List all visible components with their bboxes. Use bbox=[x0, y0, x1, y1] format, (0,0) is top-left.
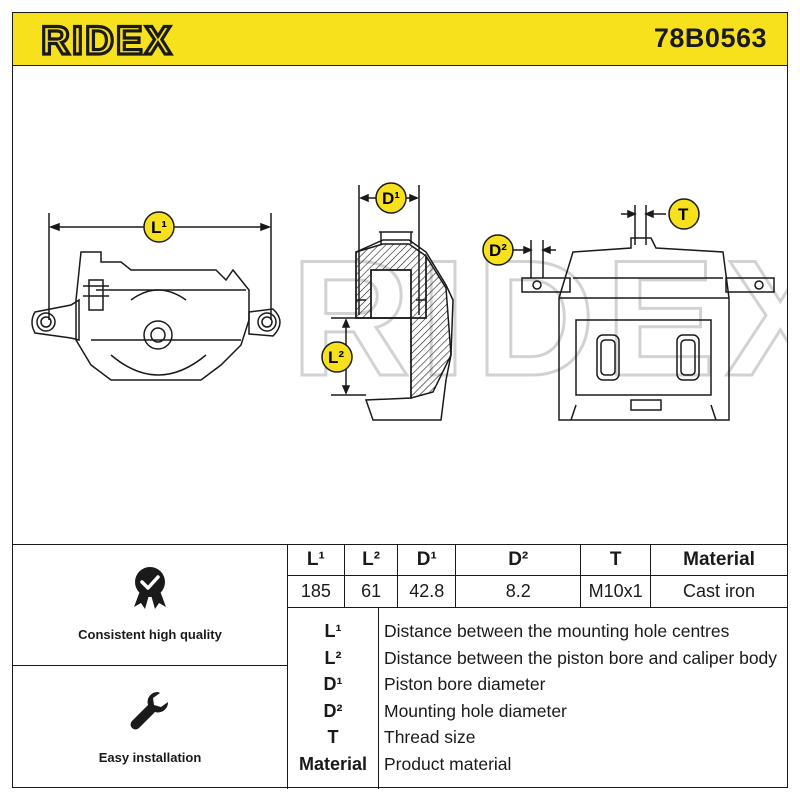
spec-header-material: Material bbox=[650, 545, 787, 576]
quality-badge-icon bbox=[134, 567, 166, 609]
spec-header-row: L¹ L² D¹ D² T Material bbox=[287, 545, 787, 576]
spec-header-t: T bbox=[580, 545, 652, 576]
header-bar: RIDEX 78B0563 bbox=[12, 12, 788, 66]
legend-row: D² Mounting hole diameter bbox=[288, 698, 789, 724]
spec-value-l1: 185 bbox=[287, 575, 345, 608]
legend-description: Distance between the piston bore and cal… bbox=[384, 648, 778, 668]
d2-badge-text: D² bbox=[489, 241, 507, 260]
spec-value-material: Cast iron bbox=[650, 575, 787, 608]
legend-description: Piston bore diameter bbox=[384, 674, 546, 694]
legend-symbol: L² bbox=[324, 648, 342, 668]
legend-row: D¹ Piston bore diameter bbox=[288, 671, 789, 697]
t-badge: T bbox=[668, 198, 700, 230]
legend-symbol: D² bbox=[323, 701, 343, 721]
part-number: 78B0563 bbox=[653, 23, 767, 53]
legend-divider bbox=[378, 607, 379, 789]
caliper-drawing: RIDEX bbox=[31, 182, 787, 421]
caliper-top-view bbox=[513, 205, 775, 421]
legend-row: Material Product material bbox=[288, 751, 789, 777]
feature-installation: Easy installation bbox=[13, 666, 287, 787]
spec-header-l2: L² bbox=[343, 545, 399, 576]
d1-badge: D¹ bbox=[375, 182, 407, 214]
spec-header-d2: D² bbox=[455, 545, 582, 576]
legend-symbol: Material bbox=[298, 754, 368, 774]
technical-drawing-area: RIDEX bbox=[12, 66, 788, 544]
l2-badge-text: L² bbox=[328, 348, 344, 367]
d2-badge: D² bbox=[482, 234, 514, 266]
spec-value-row: 185 61 42.8 8.2 M10x1 Cast iron bbox=[287, 575, 787, 608]
legend-symbol: T bbox=[327, 727, 339, 747]
spec-header-l1: L¹ bbox=[287, 545, 345, 576]
spec-header-d1: D¹ bbox=[397, 545, 457, 576]
spec-value-t: M10x1 bbox=[580, 575, 652, 608]
legend-row: T Thread size bbox=[288, 724, 789, 750]
legend-description: Product material bbox=[384, 754, 512, 774]
feature-quality-label: Consistent high quality bbox=[78, 627, 222, 642]
legend-row: L² Distance between the piston bore and … bbox=[288, 645, 789, 671]
t-badge-text: T bbox=[678, 205, 689, 224]
legend-row: L¹ Distance between the mounting hole ce… bbox=[288, 618, 789, 644]
feature-installation-label: Easy installation bbox=[98, 750, 202, 765]
feature-quality: Consistent high quality bbox=[13, 545, 287, 666]
spec-value-d1: 42.8 bbox=[397, 575, 457, 608]
legend-description: Mounting hole diameter bbox=[384, 701, 567, 721]
wrench-icon bbox=[130, 691, 169, 730]
d1-badge-text: D¹ bbox=[382, 189, 400, 208]
spec-value-l2: 61 bbox=[343, 575, 399, 608]
dimension-legend: L¹ Distance between the mounting hole ce… bbox=[287, 607, 789, 789]
spec-value-d2: 8.2 bbox=[455, 575, 582, 608]
l1-badge: L¹ bbox=[143, 211, 175, 243]
ridex-logo: RIDEX bbox=[41, 20, 173, 60]
legend-description: Thread size bbox=[384, 727, 476, 747]
legend-description: Distance between the mounting hole centr… bbox=[384, 621, 730, 641]
brand-logo-text: RIDEX bbox=[41, 20, 173, 60]
l1-badge-text: L¹ bbox=[151, 218, 167, 237]
legend-symbol: D¹ bbox=[323, 674, 343, 694]
l2-badge: L² bbox=[321, 341, 353, 373]
spec-table: L¹ L² D¹ D² T Material 185 61 42.8 8.2 M… bbox=[287, 545, 787, 608]
info-panel: Consistent high quality Easy installatio… bbox=[12, 544, 789, 789]
legend-symbol: L¹ bbox=[324, 621, 342, 641]
